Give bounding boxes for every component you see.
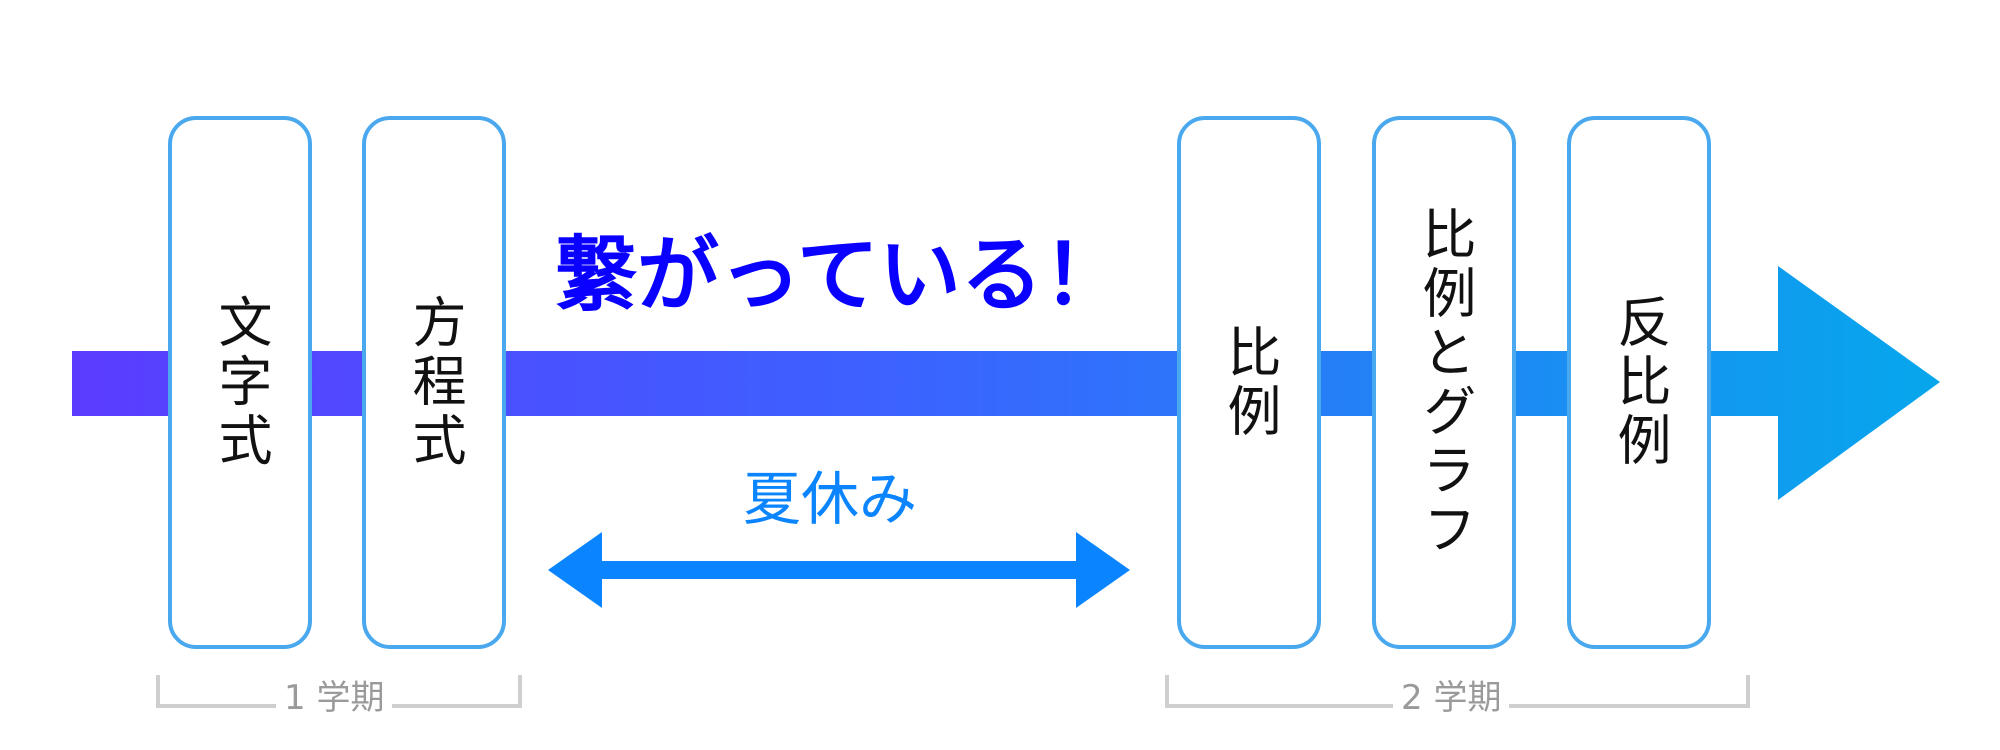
topic-card-label: 比例とグラフ: [1413, 205, 1476, 560]
topic-card-label: 文字式: [209, 294, 272, 471]
topic-card-label: 反比例: [1608, 294, 1671, 471]
topic-card-label: 方程式: [403, 294, 466, 471]
topic-card-proportion: 比例: [1177, 116, 1321, 649]
term-1-label: 1 学期: [276, 681, 393, 715]
topic-card-label: 比例: [1218, 323, 1281, 442]
topic-card-equation: 方程式: [362, 116, 506, 649]
summer-vacation-label: 夏休み: [743, 465, 918, 533]
topic-card-inverse-proportion: 反比例: [1567, 116, 1711, 649]
connection-headline: 繋がっている！: [555, 228, 1125, 323]
flow-arrow-head: [1778, 266, 1940, 500]
term-2-label: 2 学期: [1393, 681, 1510, 715]
topic-card-literal-expression: 文字式: [168, 116, 312, 649]
topic-card-proportion-graph: 比例とグラフ: [1372, 116, 1516, 649]
